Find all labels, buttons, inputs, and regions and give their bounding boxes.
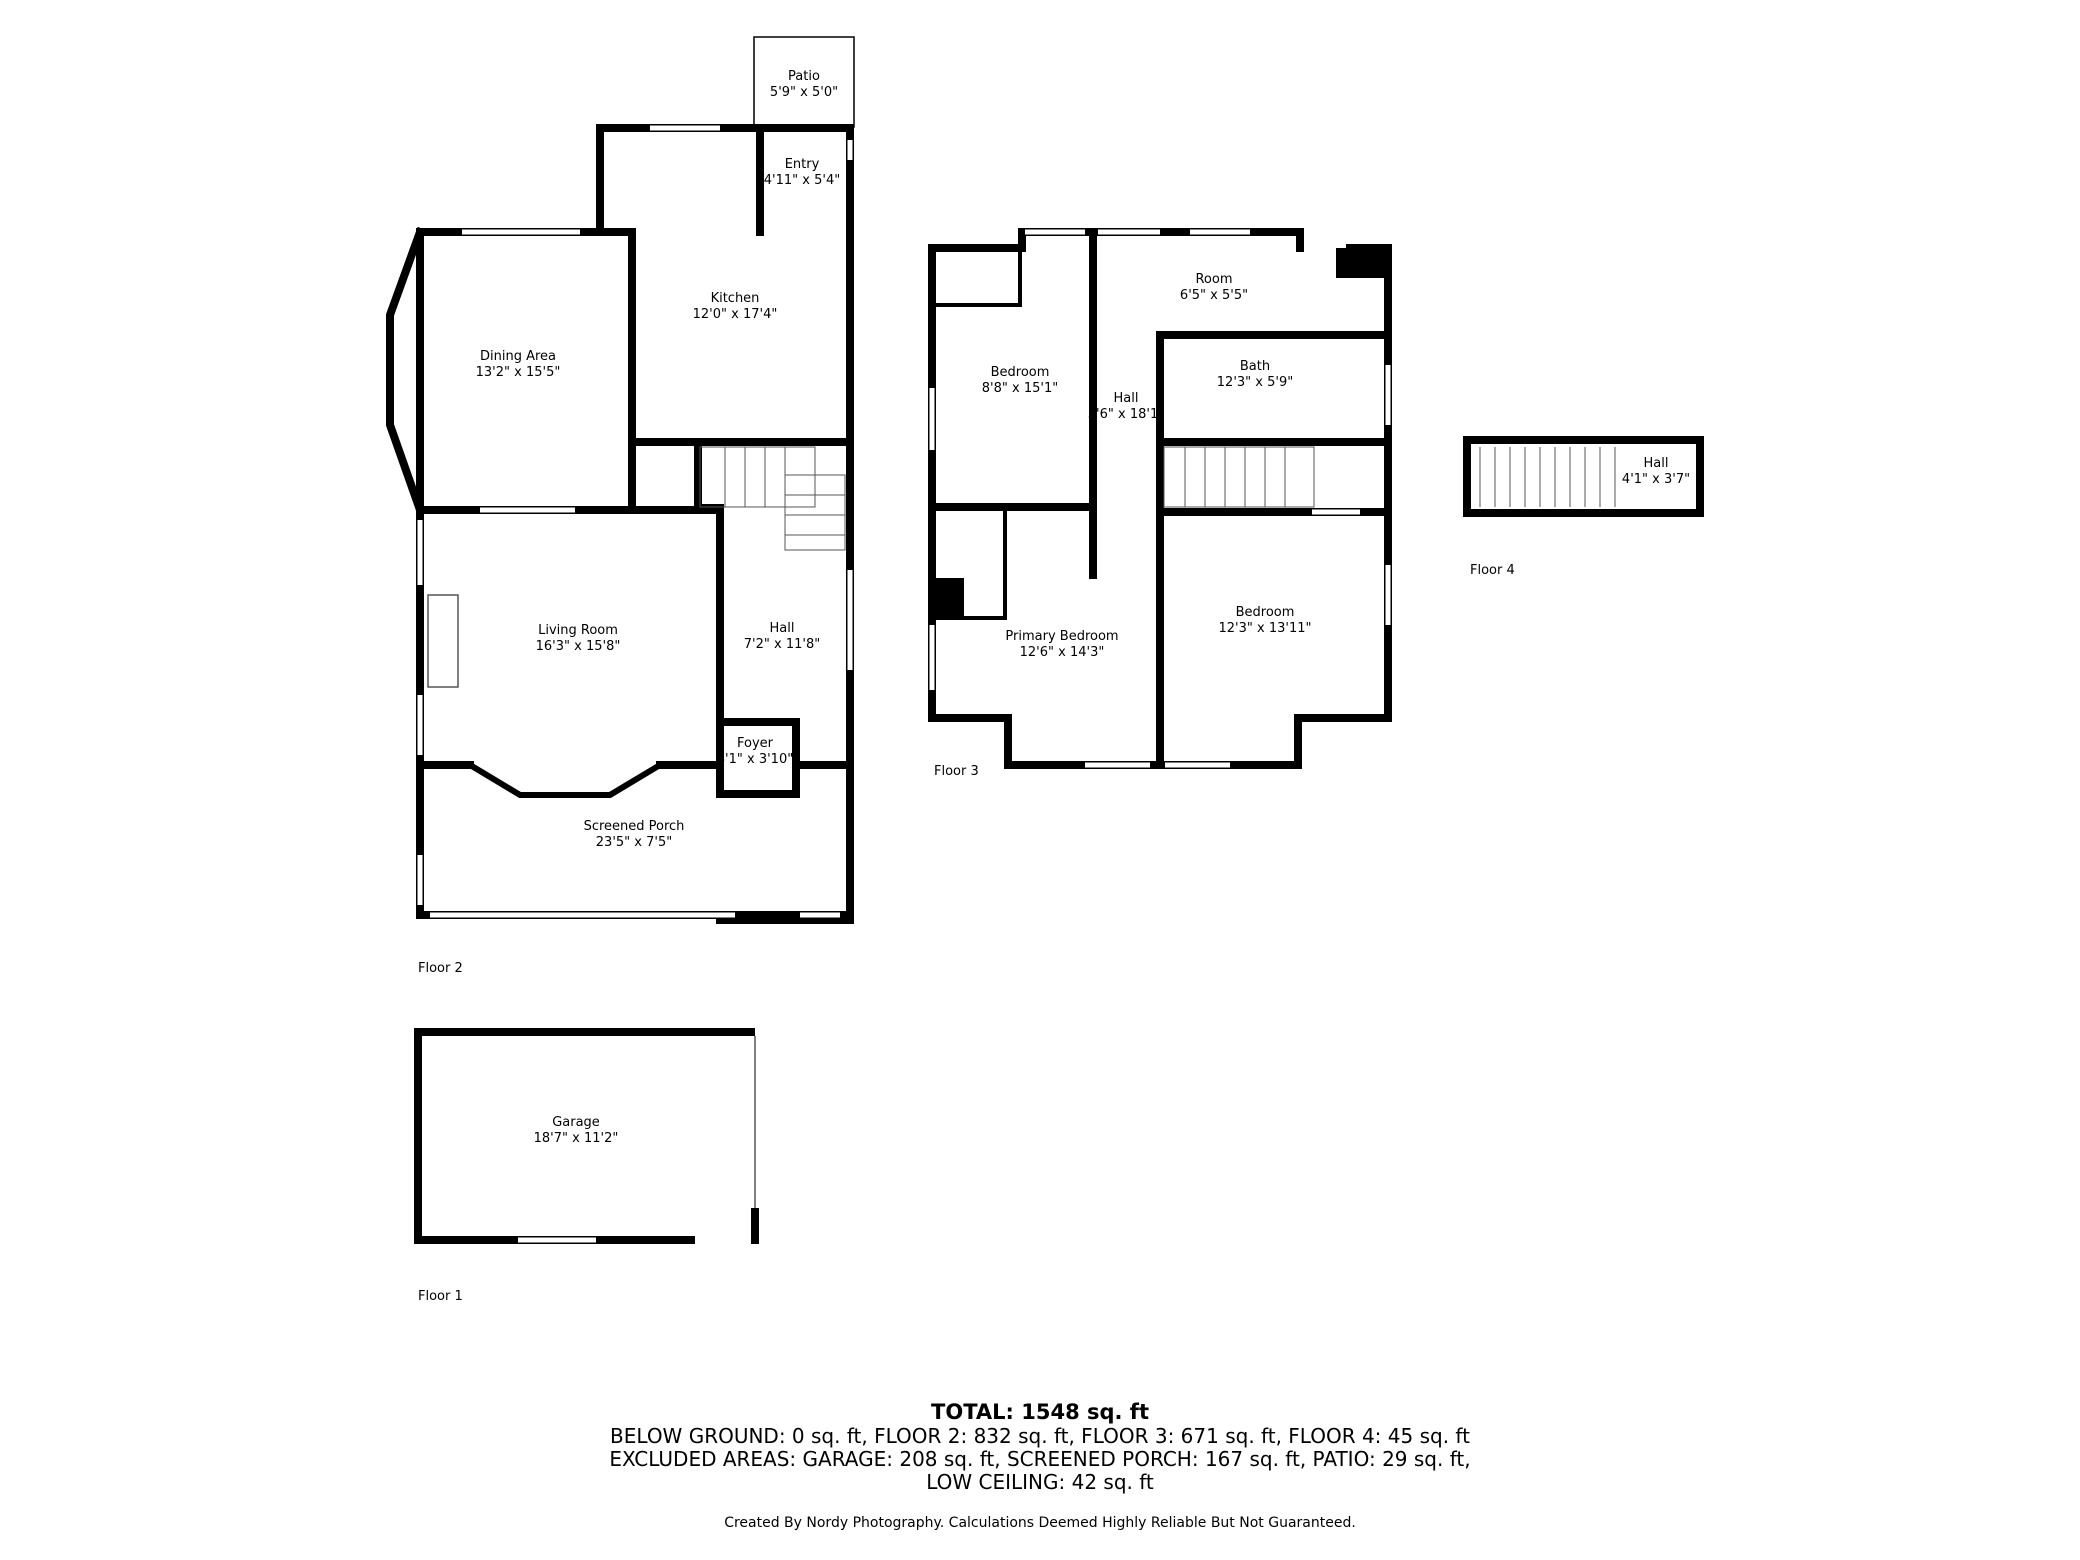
hall3-name: Hall xyxy=(1114,391,1139,406)
garage-name: Garage xyxy=(552,1115,600,1130)
dining-bay xyxy=(386,226,426,516)
bath-dims: 12'3" x 5'9" xyxy=(1217,375,1293,390)
floor-3-stairs-icon xyxy=(1163,446,1315,508)
bedroom1-dims: 8'8" x 15'1" xyxy=(982,381,1058,396)
entry-dims: 4'11" x 5'4" xyxy=(764,173,840,188)
low-ceiling: LOW CEILING: 42 sq. ft xyxy=(926,1470,1154,1494)
bedroom2-dims: 12'3" x 13'11" xyxy=(1219,621,1312,636)
hall4-name: Hall xyxy=(1644,456,1669,471)
living-name: Living Room xyxy=(538,623,618,638)
closet-wall xyxy=(930,246,1022,307)
floor-2-stairs-icon xyxy=(699,446,846,551)
area-breakdown: BELOW GROUND: 0 sq. ft, FLOOR 2: 832 sq.… xyxy=(610,1424,1470,1448)
porch-name: Screened Porch xyxy=(584,819,685,834)
chimney-block xyxy=(1336,248,1384,278)
floor-3-windows xyxy=(929,229,1391,768)
patio-name: Patio xyxy=(788,69,820,84)
foyer-dims: 4'1" x 3'10" xyxy=(717,752,793,767)
floor-1-label: Floor 1 xyxy=(418,1289,463,1304)
bedroom2-name: Bedroom xyxy=(1236,605,1295,620)
dining-dims: 13'2" x 15'5" xyxy=(476,365,561,380)
kitchen-name: Kitchen xyxy=(711,291,760,306)
excluded-areas: EXCLUDED AREAS: GARAGE: 208 sq. ft, SCRE… xyxy=(609,1447,1471,1471)
floor-2-windows xyxy=(417,125,853,918)
porch-dims: 23'5" x 7'5" xyxy=(596,835,672,850)
chimney-block-2 xyxy=(936,578,964,620)
kitchen-dims: 12'0" x 17'4" xyxy=(693,307,778,322)
floor-3-label: Floor 3 xyxy=(934,764,979,779)
foyer-walls xyxy=(716,718,800,798)
primary-name: Primary Bedroom xyxy=(1005,629,1118,644)
primary-dims: 12'6" x 14'3" xyxy=(1020,645,1105,660)
garage-dims: 18'7" x 11'2" xyxy=(534,1131,619,1146)
floor-4-walls xyxy=(1463,436,1704,517)
floor-3-plan xyxy=(928,228,1392,769)
floor-4-label: Floor 4 xyxy=(1470,563,1515,578)
total-area: TOTAL: 1548 sq. ft xyxy=(931,1400,1149,1424)
foyer-name: Foyer xyxy=(737,736,774,751)
floor-3-north xyxy=(928,228,1304,252)
room-dims: 6'5" x 5'5" xyxy=(1180,288,1248,303)
hall2-dims: 7'2" x 11'8" xyxy=(744,637,820,652)
hall2-name: Hall xyxy=(770,621,795,636)
floor-2-label: Floor 2 xyxy=(418,961,463,976)
hall3-dims: 3'6" x 18'1" xyxy=(1088,407,1164,422)
credit-note: Created By Nordy Photography. Calculatio… xyxy=(724,1515,1356,1531)
dining-name: Dining Area xyxy=(480,349,556,364)
stair-wall xyxy=(694,438,724,512)
floor-4-stairs-icon xyxy=(1479,447,1616,507)
fireplace-icon xyxy=(427,594,459,688)
bedroom1-name: Bedroom xyxy=(991,365,1050,380)
entry-name: Entry xyxy=(785,157,820,172)
patio-dims: 5'9" x 5'0" xyxy=(770,85,838,100)
living-bay xyxy=(465,760,665,798)
hall4-dims: 4'1" x 3'7" xyxy=(1622,472,1690,487)
living-dims: 16'3" x 15'8" xyxy=(536,639,621,654)
kitchen-walls xyxy=(596,124,854,924)
bath-name: Bath xyxy=(1240,359,1270,374)
room-name: Room xyxy=(1195,272,1232,287)
closet-wall-2 xyxy=(963,505,1007,620)
